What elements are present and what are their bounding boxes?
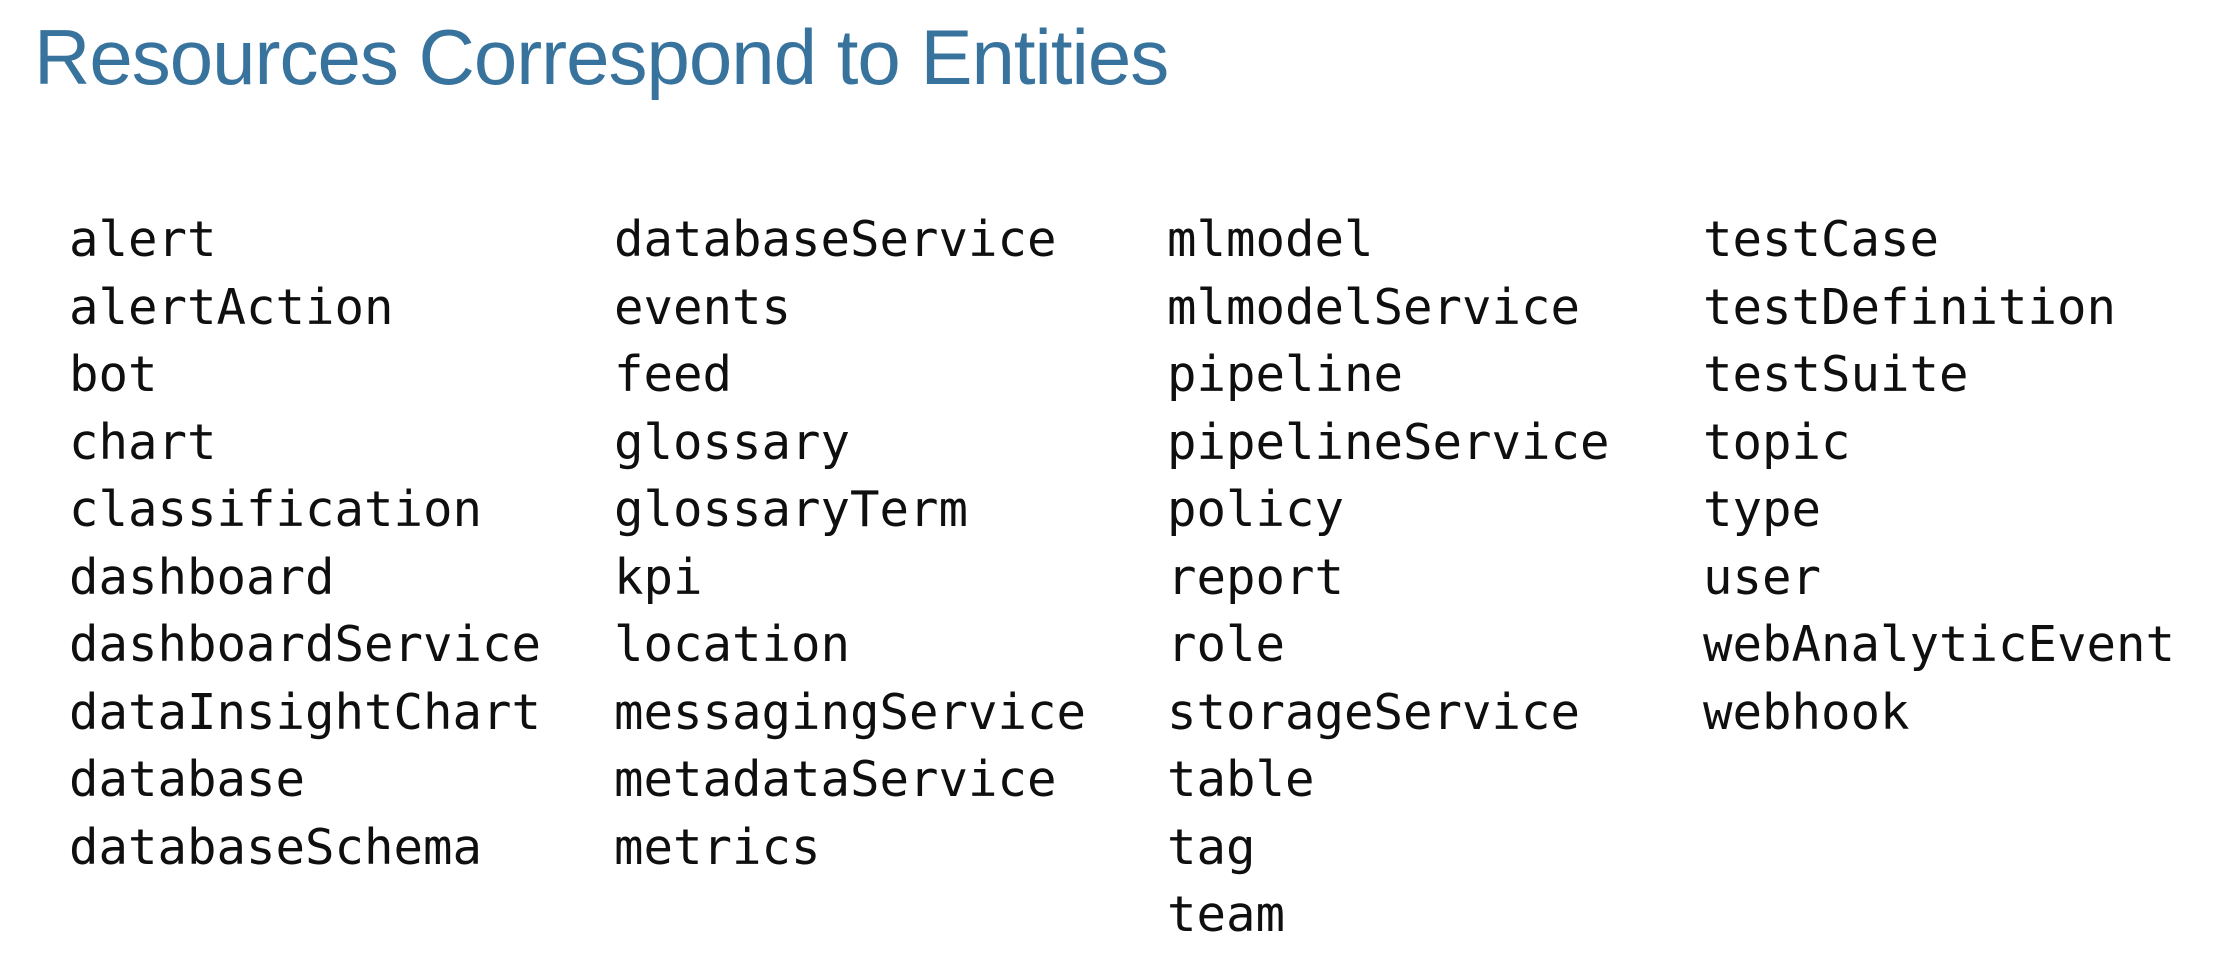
resource-item: alert [69, 211, 217, 268]
resource-item: bot [69, 346, 158, 403]
resource-item: report [1167, 548, 1345, 606]
resource-item: storageService [1167, 683, 1581, 741]
resource-item: alertAction [69, 278, 394, 336]
resource-item: metrics [614, 818, 821, 876]
resource-item: kpi [614, 548, 703, 606]
resource-item: team [1167, 886, 1286, 943]
resource-item: testCase [1703, 211, 1940, 268]
resource-item: dataInsightChart [69, 683, 542, 741]
resource-item: database [69, 751, 306, 808]
resource-item: messagingService [614, 683, 1087, 741]
resource-column: testCase testDefinition testSuite topic type… [1703, 206, 2175, 746]
page-title: Resources Correspond to Entities [34, 13, 1169, 101]
resource-item: databaseSchema [69, 818, 483, 876]
resource-item: glossaryTerm [614, 481, 969, 538]
resource-item: policy [1167, 481, 1345, 538]
resource-item: glossary [614, 413, 851, 471]
resource-item: mlmodel [1167, 211, 1374, 268]
resource-column: mlmodel mlmodelService pipeline pipelineSer… [1167, 206, 1703, 949]
resource-item: testDefinition [1703, 278, 2117, 336]
resource-item: testSuite [1703, 346, 1969, 403]
resource-item: user [1703, 548, 1822, 606]
resource-item: pipeline [1167, 346, 1404, 403]
resource-item: role [1167, 616, 1286, 673]
resource-item: dashboardService [69, 616, 542, 673]
resource-item: mlmodelService [1167, 278, 1581, 336]
resource-item: webhook [1703, 683, 1910, 741]
resource-item: databaseService [614, 211, 1057, 268]
resource-item: topic [1703, 413, 1851, 471]
resource-item: events [614, 278, 792, 336]
resource-item: dashboard [69, 548, 335, 606]
resource-item: feed [614, 346, 733, 403]
resource-item: table [1167, 751, 1315, 808]
resource-item: classification [69, 481, 483, 538]
resource-column: alert alertAction bot chart classification da… [69, 206, 614, 881]
resource-item: metadataService [614, 751, 1057, 808]
resource-item: type [1703, 481, 1822, 538]
resource-item: tag [1167, 818, 1256, 876]
resource-column: databaseService events feed glossary glossar… [614, 206, 1167, 881]
resource-item: location [614, 616, 851, 673]
resource-item: pipelineService [1167, 413, 1610, 471]
resource-item: webAnalyticEvent [1703, 616, 2176, 673]
resource-item: chart [69, 413, 217, 471]
resource-list: alert alertAction bot chart classification da… [69, 206, 2175, 949]
